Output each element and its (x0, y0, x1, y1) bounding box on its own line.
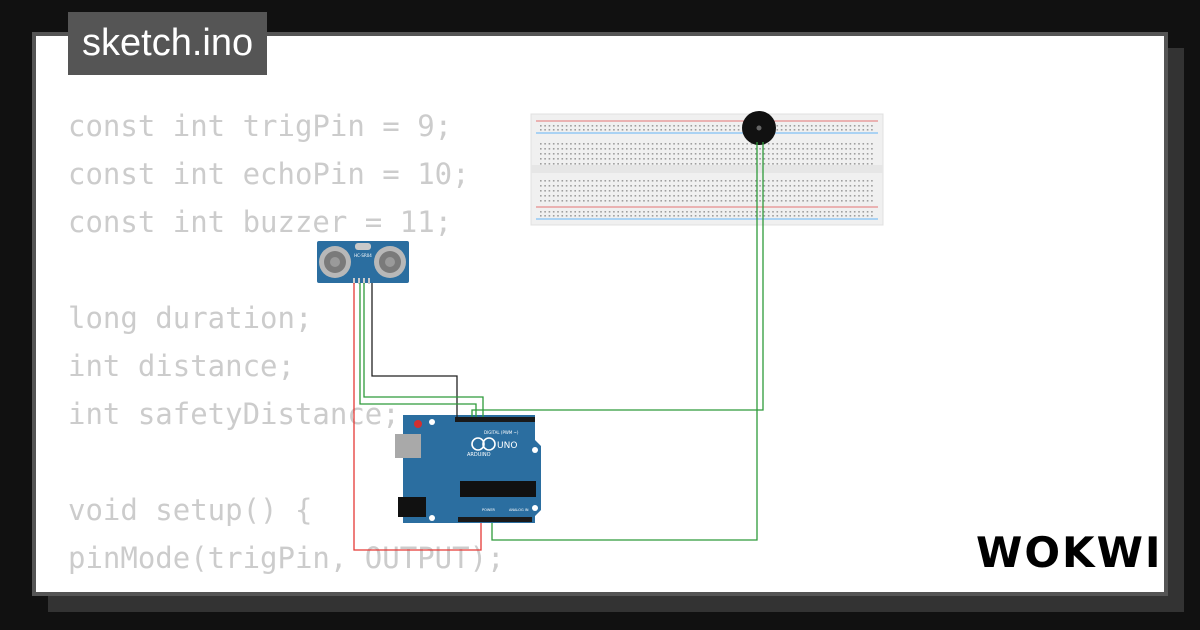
wire-green (491, 142, 758, 541)
sensor-label: HC-SR04 (354, 253, 372, 258)
code-line: pinMode(echoPin, INPUT); (68, 582, 505, 592)
wire-red (353, 283, 482, 551)
code-line: const int buzzer = 11; (68, 205, 453, 239)
buzzer (742, 111, 776, 145)
wires (353, 142, 764, 551)
ultrasonic-sensor: HC-SR04 (317, 241, 409, 284)
file-name-tab: sketch.ino (68, 12, 268, 75)
code-line: long duration; (68, 301, 313, 335)
code-line: pinMode(trigPin, OUTPUT); (68, 541, 505, 575)
arduino-brand: ARDUINO (467, 452, 491, 458)
code-line: const int echoPin = 10; (68, 157, 470, 191)
arduino-model: UNO (497, 441, 517, 451)
code-line: void setup() { (68, 493, 313, 527)
arduino-uno: UNO ARDUINO DIGITAL (PWM ~) POWER ANALOG… (395, 415, 541, 523)
code-listing: const int trigPin = 9; const int echoPin … (68, 102, 505, 592)
arduino-digital-label: DIGITAL (PWM ~) (484, 430, 519, 435)
wokwi-logo: WOKWI (976, 528, 1163, 577)
preview-card: const int trigPin = 9; const int echoPin … (32, 32, 1168, 596)
arduino-power-label: POWER (482, 508, 496, 512)
arduino-analog-label: ANALOG IN (509, 508, 529, 512)
wire-green (471, 142, 764, 417)
code-line: const int trigPin = 9; (68, 109, 453, 143)
circuit-diagram: HC-SR04 UNO ARDUINO DIGITAL (PWM ~) POWE… (317, 111, 884, 551)
wire-green (363, 283, 484, 417)
code-line: int distance; (68, 349, 295, 383)
breadboard-holes (540, 125, 873, 217)
code-line: int safetyDistance; (68, 397, 400, 431)
breadboard (530, 113, 884, 226)
